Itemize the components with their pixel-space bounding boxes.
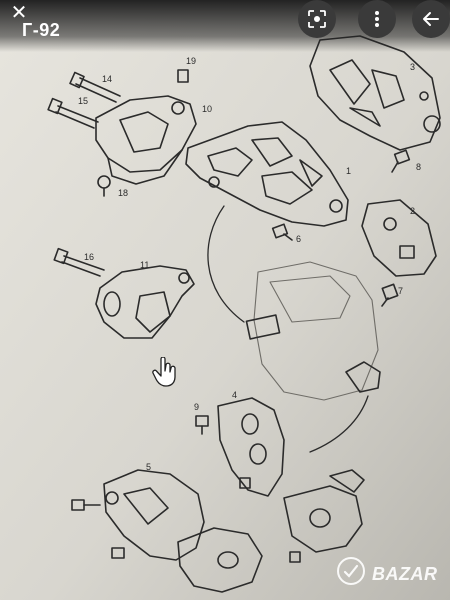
bolt-lower-d <box>289 551 301 563</box>
bolt-16 <box>53 247 105 277</box>
bolt-lower-b <box>71 499 101 511</box>
part-number-label: 14 <box>102 74 112 84</box>
part-number-label: 15 <box>78 96 88 106</box>
close-button[interactable]: ✕ <box>10 2 28 24</box>
part-2-plate <box>361 199 437 277</box>
part-11-mount <box>95 265 195 339</box>
part-number-label: 8 <box>416 162 421 172</box>
bolt-15 <box>47 97 99 129</box>
part-number-label: 9 <box>194 402 199 412</box>
part-number-label: 2 <box>410 206 415 216</box>
part-number-label: 7 <box>398 286 403 296</box>
bolt-18 <box>97 175 111 197</box>
part-number-label: 10 <box>202 104 212 114</box>
part-number-label: 1 <box>346 166 351 176</box>
bolt-lower-a <box>239 477 251 489</box>
bolt-9 <box>195 415 209 435</box>
lower-mount-center <box>177 527 263 593</box>
engine-outline <box>245 261 381 401</box>
bazar-logo-icon <box>337 557 365 585</box>
part-10-bracket <box>95 95 197 185</box>
hand-cursor-icon <box>152 357 176 387</box>
part-number-label: 3 <box>410 62 415 72</box>
bolt-lower-c <box>111 547 125 559</box>
bolt-8 <box>391 149 411 173</box>
lower-mount-right <box>283 469 365 553</box>
part-number-label: 18 <box>118 188 128 198</box>
more-options-button[interactable] <box>358 0 396 38</box>
page-title: Г-92 <box>22 20 61 40</box>
arrow-back-icon <box>423 12 439 26</box>
bazar-watermark: BAZAR <box>336 556 446 592</box>
more-vert-icon <box>375 11 379 27</box>
part-1-bracket <box>185 121 349 227</box>
part-number-label: 11 <box>140 260 149 270</box>
part-5-bracket <box>103 469 205 561</box>
nut-19 <box>177 69 189 83</box>
part-number-label: 16 <box>84 252 94 262</box>
part-4-bracket <box>217 397 285 497</box>
part-number-label: 19 <box>186 56 196 66</box>
lens-button[interactable] <box>298 0 336 38</box>
back-button[interactable] <box>412 0 450 38</box>
bolt-7 <box>381 283 399 307</box>
bolt-14 <box>69 71 121 103</box>
watermark-text: BAZAR <box>372 564 438 584</box>
part-number-label: 5 <box>146 462 151 472</box>
part-number-label: 4 <box>232 390 237 400</box>
bolt-6 <box>271 223 293 241</box>
part-number-label: 6 <box>296 234 301 244</box>
lens-icon <box>308 10 326 28</box>
